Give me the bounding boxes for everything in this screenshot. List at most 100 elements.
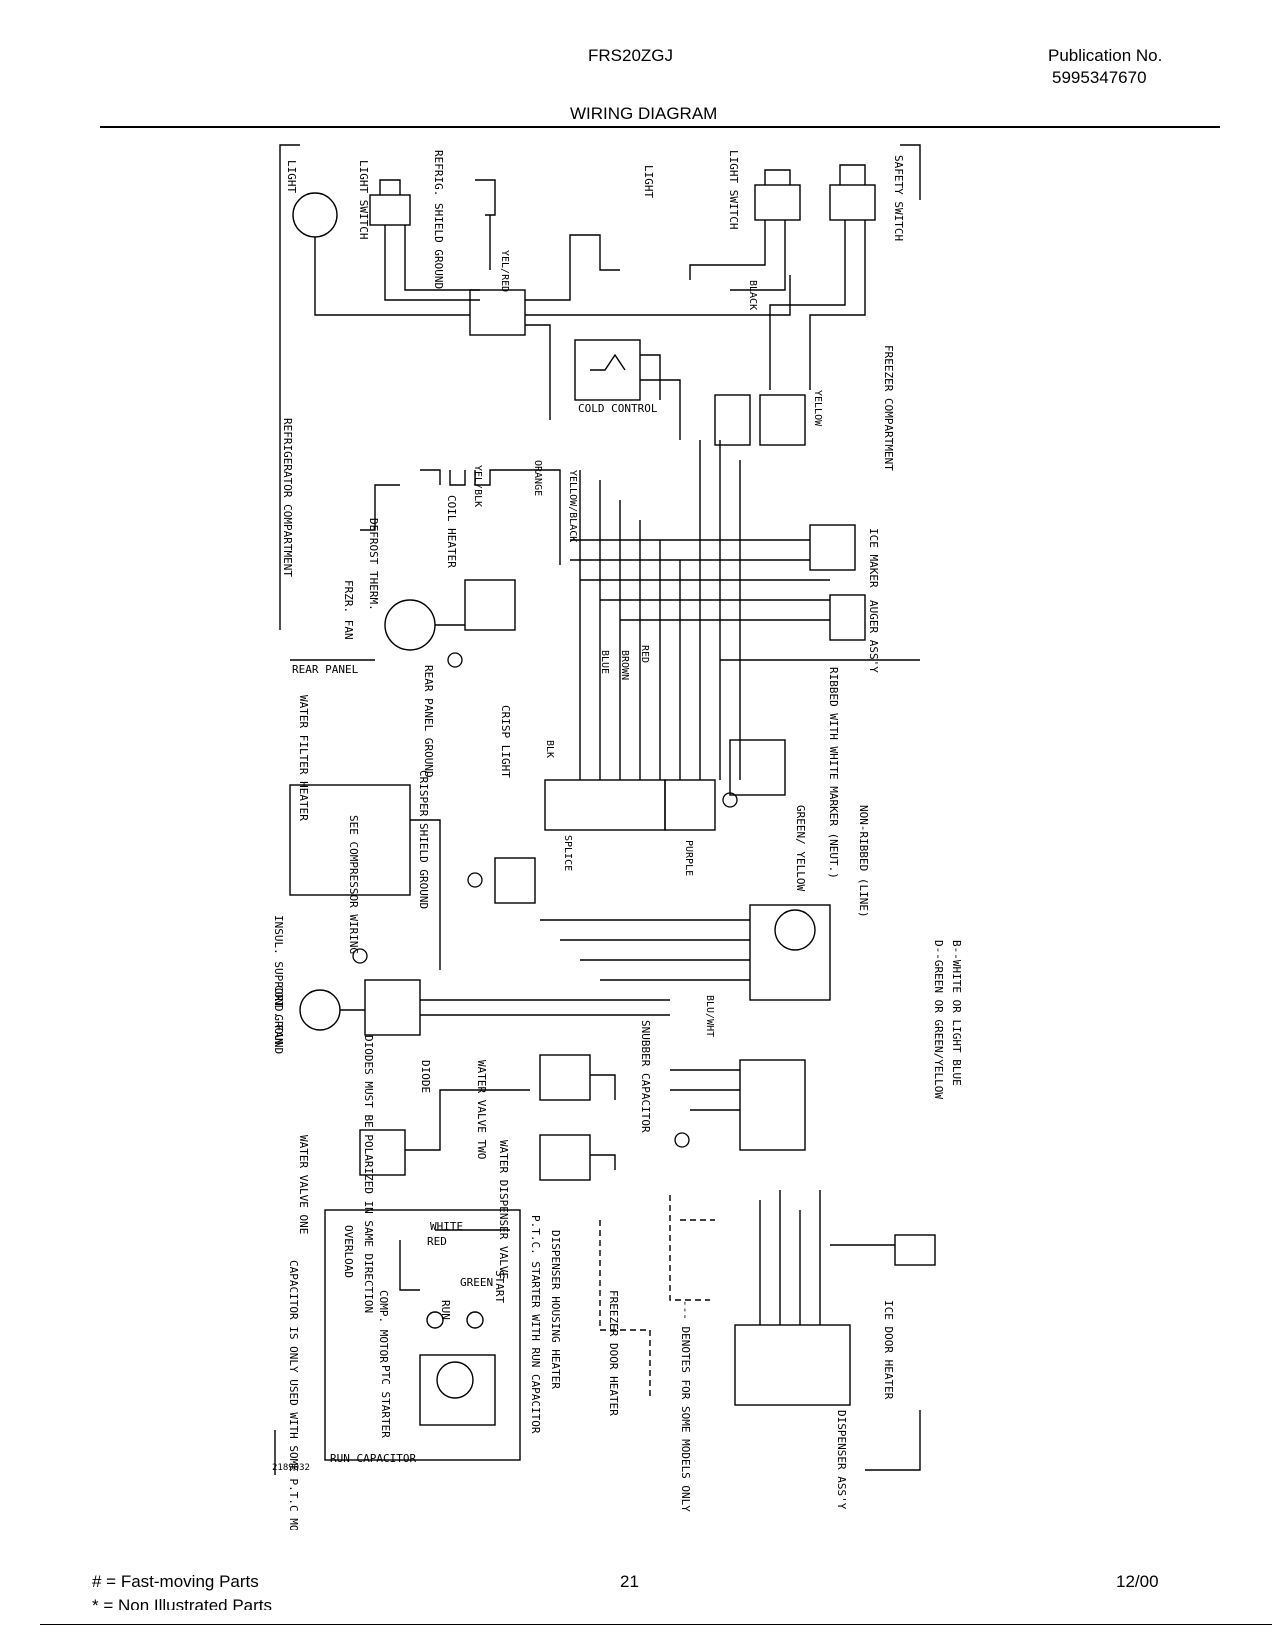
water-dispenser-valve-body [539, 1134, 591, 1181]
label-run: RUN [439, 1300, 452, 1320]
power-cord-connector [729, 739, 786, 796]
junction-block-left [544, 779, 666, 831]
ptc-starter-element [436, 1361, 474, 1399]
coil-heater [420, 469, 510, 486]
condenser-fan-connector [364, 979, 421, 1036]
legend-fast-moving: # = Fast-moving Parts [92, 1572, 259, 1591]
wire-color-label: BLK [544, 740, 555, 758]
label-rear-panel-ground: REAR PANEL GROUND [422, 665, 435, 778]
wire-color-label: BLACK [747, 280, 758, 310]
light-switch-left-body [369, 194, 411, 226]
wiring-diagram-svg: LIGHT LIGHT SWITCH REFRIG. SHIELD GROUND… [272, 144, 963, 1558]
label-denotes-note: --- DENOTES FOR SOME MODELS ONLY [679, 1300, 692, 1512]
label-rear-panel: REAR PANEL [292, 663, 359, 676]
label-refrigerator-compartment: REFRIGERATOR COMPARTMENT [281, 418, 294, 577]
label-cond-fan: COND. FAN [272, 985, 285, 1045]
label-red: RED [427, 1235, 447, 1248]
light-left-bulb [292, 192, 338, 238]
label-wire-code-b: B--WHITE OR LIGHT BLUE [950, 940, 963, 1086]
label-snubber-capacitor: SNUBBER CAPACITOR [639, 1020, 652, 1133]
compressor-wiring-box [289, 784, 411, 896]
label-cold-control: COLD CONTROL [578, 402, 658, 415]
label-water-valve-one: WATER VALVE ONE [297, 1135, 310, 1234]
wire-color-label: YELLOW [812, 390, 823, 427]
wire-color-label: YEL/BLK [472, 465, 483, 507]
label-wire-code-d: D--GREEN OR GREEN/YELLOW [932, 940, 945, 1099]
label-water-dispenser-valve: WATER DISPENSER VALVE [497, 1140, 510, 1279]
bracket-right [900, 144, 921, 200]
label-frzr-fan: FRZR. FAN [342, 580, 355, 640]
publication-label: Publication No. [1048, 46, 1163, 65]
label-overload: OVERLOAD [342, 1225, 355, 1278]
wire-color-label: SPLICE [562, 835, 573, 871]
label-water-filter-heater: WATER FILTER HEATER [297, 695, 310, 821]
wiring-diagram: LIGHT LIGHT SWITCH REFRIG. SHIELD GROUND… [270, 140, 990, 1558]
water-valve-two-body [539, 1054, 591, 1101]
wire-color-label: ORANGE [532, 460, 543, 496]
label-ice-maker: ICE MAKER [867, 528, 880, 588]
label-ribbed-note: RIBBED WITH WHITE MARKER (NEUT.) [827, 667, 840, 879]
model-number: FRS20ZGJ [588, 46, 674, 65]
label-water-valve-two: WATER VALVE TWO [475, 1060, 488, 1159]
label-dispenser-housing-heater: DISPENSER HOUSING HEATER [549, 1230, 562, 1389]
label-ice-door-heater: ICE DOOR HEATER [882, 1300, 895, 1400]
wire-color-label: BLU/WHT [704, 995, 715, 1037]
label-crisper-shield-ground: CRISPER SHIELD GROUND [417, 770, 430, 909]
publication-number: 5995347670 [1052, 68, 1147, 87]
label-crisp-light: CRISP LIGHT [499, 705, 512, 778]
label-light-left: LIGHT [285, 160, 298, 193]
defrost-block [739, 1059, 806, 1151]
label-start: START [493, 1270, 506, 1303]
label-diode: DIODE [419, 1060, 432, 1093]
page-title: WIRING DIAGRAM [570, 104, 718, 123]
water-valve-one-body [359, 1129, 406, 1176]
legend-non-illustrated: * = Non Illustrated Parts [92, 1596, 273, 1610]
label-ptc-starter: PTC STARTER [379, 1365, 392, 1438]
revision-date: 12/00 [1116, 1572, 1159, 1591]
label-freezer-compartment: FREEZER COMPARTMENT [882, 345, 895, 471]
freezer-door-heater [669, 1195, 715, 1301]
label-light-switch-right: LIGHT SWITCH [727, 150, 740, 229]
splice-box [494, 857, 536, 904]
wire-color-label: PURPLE [683, 840, 694, 876]
label-drawing-number: 2189032 [272, 1463, 310, 1473]
timer-box [749, 904, 831, 1001]
bracket-right-lower [865, 1410, 921, 1471]
label-comp-motor: COMP. MOTOR [377, 1290, 390, 1363]
wire-color-label: BLUE [599, 650, 610, 674]
bracket-left [279, 144, 300, 630]
label-non-ribbed: NON-RIBBED (LINE) [857, 805, 870, 918]
wire-color-label: BROWN [619, 650, 630, 680]
label-light-switch-left: LIGHT SWITCH [357, 160, 370, 239]
label-capacitor-note: CAPACITOR IS ONLY USED WITH SOME P.T.C M… [287, 1260, 300, 1530]
ice-door-heater-connector [894, 1234, 936, 1266]
wire-color-label: RED [639, 645, 650, 663]
label-insul-support-ground: INSUL. SUPPORT GROUND [272, 915, 285, 1054]
label-auger-assy: AUGER ASS'Y [867, 600, 880, 673]
connector-block-a [714, 394, 751, 446]
wire-bundle [579, 470, 681, 780]
timer-motor [774, 909, 816, 951]
page-number: 21 [620, 1572, 639, 1591]
dispenser-assy-box [734, 1324, 851, 1406]
label-green: GREEN [460, 1276, 493, 1289]
label-dispenser-assy: DISPENSER ASS'Y [835, 1410, 848, 1510]
freezer-fan [384, 599, 436, 651]
condenser-fan [299, 989, 341, 1031]
header-rule [100, 126, 1220, 128]
compressor-subdiagram-box [324, 1209, 521, 1461]
label-white: WHITE [430, 1220, 463, 1233]
auger-block [829, 594, 866, 641]
label-refrig-shield-ground: REFRIG. SHIELD GROUND [432, 150, 445, 289]
label-green-yellow: GREEN/ YELLOW [794, 805, 807, 891]
label-diodes-note: DIODES MUST BE POLARIZED IN SAME DIRECTI… [362, 1035, 375, 1313]
label-light-center: LIGHT [642, 165, 655, 198]
ice-maker-block [809, 524, 856, 571]
junction-block-right [664, 779, 716, 831]
freezer-fan-connector [464, 579, 516, 631]
dispenser-housing-heater [599, 1220, 651, 1400]
label-defrost-therm: DEFROST THERM. [367, 518, 380, 611]
label-coil-heater: COIL HEATER [445, 495, 458, 568]
connector-block-top [469, 289, 526, 336]
label-safety-switch: SAFETY SWITCH [892, 155, 905, 241]
